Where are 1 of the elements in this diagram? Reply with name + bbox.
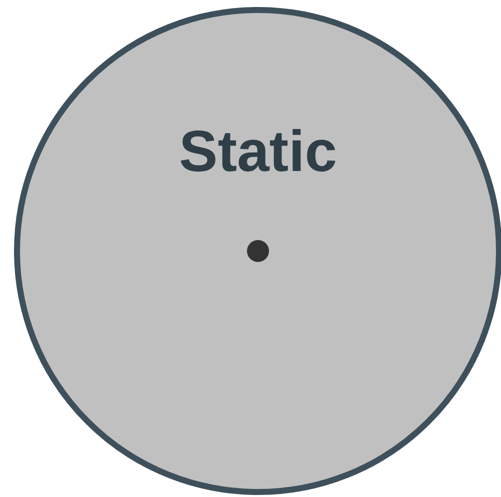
node-label: Static	[178, 118, 338, 186]
